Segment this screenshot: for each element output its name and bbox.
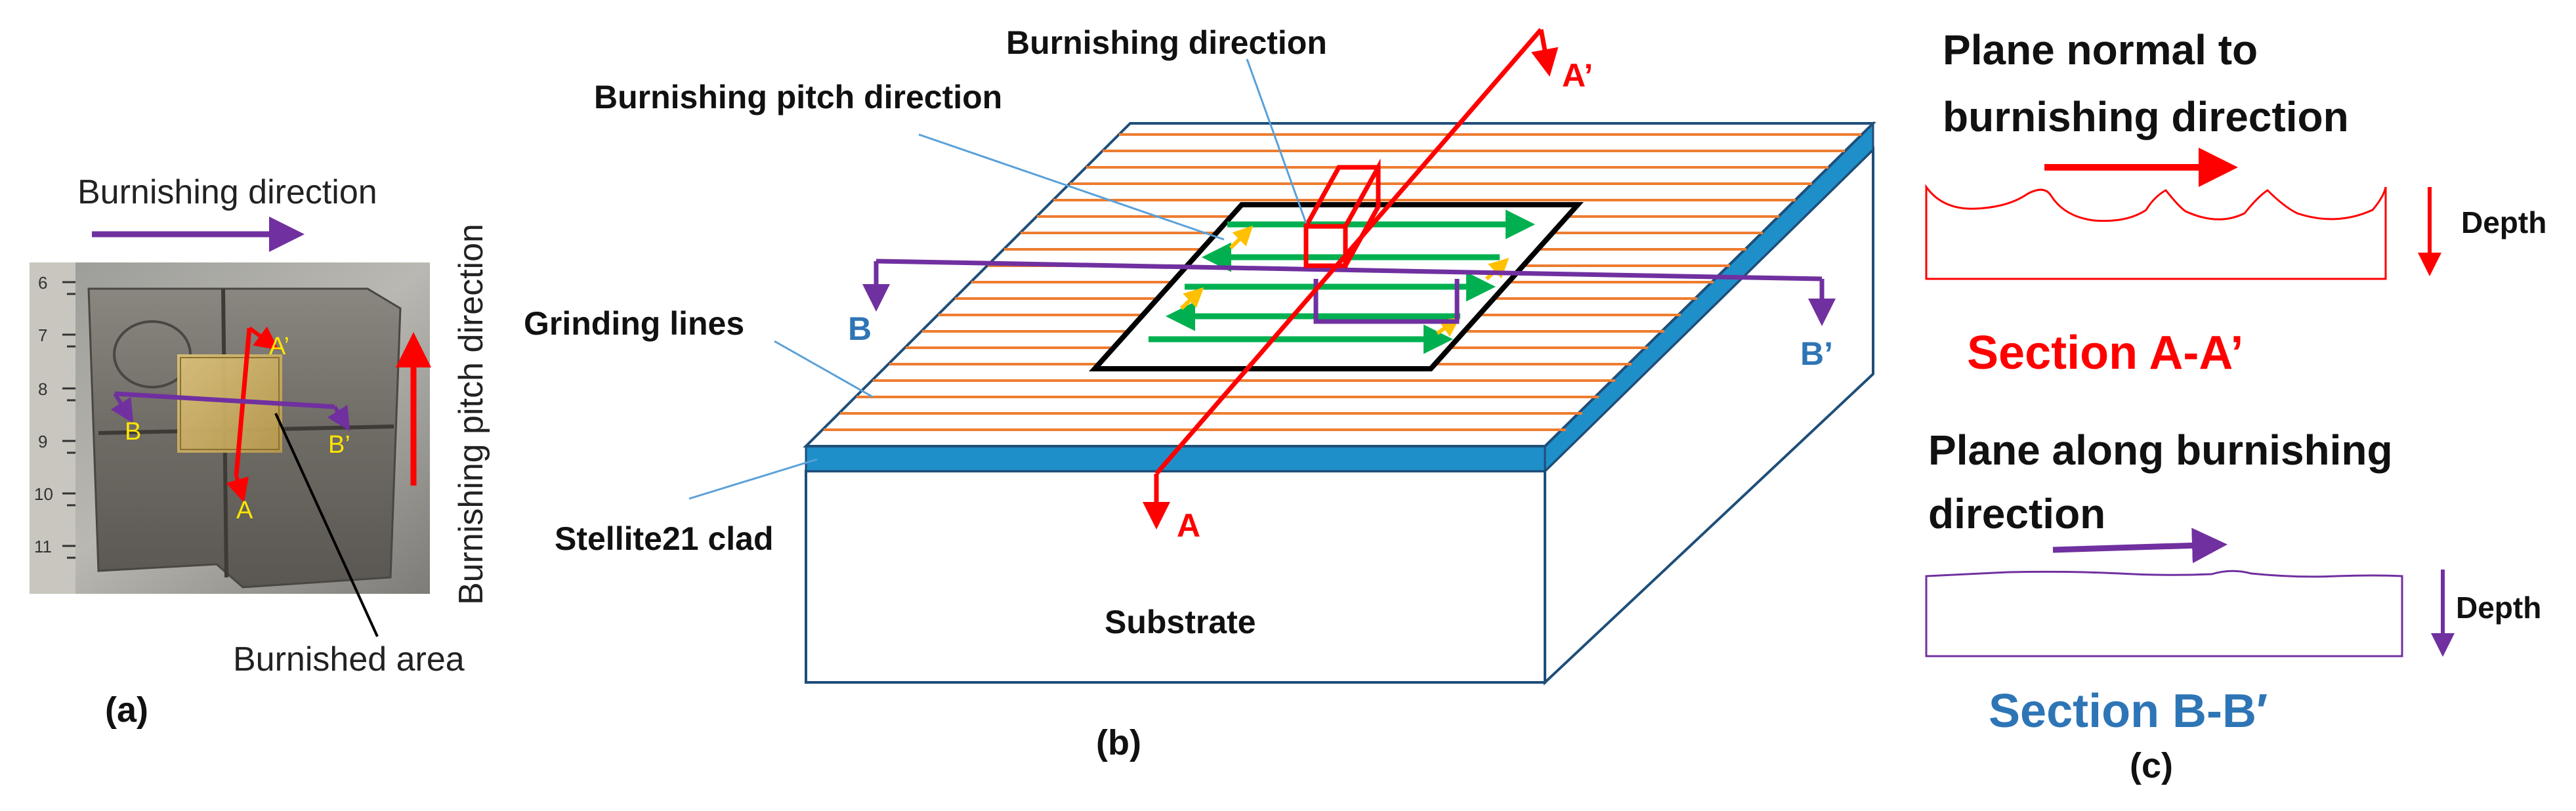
panel-b-label-a-prime: A’: [1562, 57, 1593, 94]
depth-label-2: Depth: [2456, 591, 2541, 625]
section-bb-title: Section B-B′: [1989, 685, 2268, 738]
ruler-number: 7: [38, 325, 47, 345]
photo-label-a-prime: A’: [269, 333, 289, 360]
panel-c-caption: (c): [2130, 746, 2173, 785]
plane-along-heading-line2: direction: [1928, 490, 2105, 537]
section-aa-plane: [1143, 28, 1559, 530]
ruler: [30, 262, 75, 594]
ruler-number: 8: [38, 379, 47, 399]
depth-label-1: Depth: [2461, 205, 2546, 239]
substrate-label: Substrate: [1105, 604, 1256, 640]
burnishing-tool-path: [1149, 209, 1535, 354]
panel-b-label-b-prime: B’: [1800, 335, 1833, 372]
photo-label-b: B: [125, 418, 141, 446]
section-bb-profile: [1925, 570, 2403, 657]
burnished-area-leader: [274, 413, 379, 637]
sample-photo: 6 7 8 9 10 11 A’ A B B’: [30, 262, 430, 594]
photo-label-a: A: [236, 497, 253, 524]
panel-b-label-a: A: [1177, 507, 1200, 544]
burnished-area-label: Burnished area: [233, 640, 465, 678]
panel-a-pitch-direction-label: Burnishing pitch direction: [452, 224, 490, 605]
panel-a: Burnishing direction 6 7 8 9 10 11: [30, 173, 490, 730]
grinding-lines-label: Grinding lines: [524, 305, 744, 342]
callout-leaders: [688, 58, 1307, 500]
ruler-number: 11: [34, 537, 52, 556]
ruler-number: 9: [38, 432, 47, 451]
panel-a-caption: (a): [105, 690, 148, 730]
panel-b-label-b: B: [848, 310, 872, 347]
plane-normal-heading-line2: burnishing direction: [1943, 93, 2349, 140]
section-aa-title: Section A-A’: [1967, 327, 2243, 379]
photo-section-bb-line: [114, 391, 335, 409]
substrate-front-face: [805, 470, 1546, 684]
panel-c: Plane normal to burnishing direction Dep…: [1925, 26, 2546, 785]
plane-normal-heading-line1: Plane normal to: [1943, 26, 2258, 73]
section-bb-direction-arrow: [2052, 528, 2228, 564]
panel-b-caption: (b): [1096, 723, 1141, 762]
panel-a-burnishing-direction-label: Burnishing direction: [77, 173, 377, 211]
ruler-number: 10: [34, 484, 53, 504]
clad-label: Stellite21 clad: [555, 520, 774, 557]
section-bb-plane: [862, 259, 1836, 326]
ruler-number: 6: [38, 273, 47, 293]
photo-label-b-prime: B’: [328, 431, 350, 459]
panel-b-burnishing-direction-label: Burnishing direction: [1006, 24, 1327, 61]
panel-b: Burnishing direction Burnishing pitch di…: [524, 24, 1876, 762]
ruler-ticks: [62, 281, 75, 559]
panel-b-pitch-direction-label: Burnishing pitch direction: [594, 79, 1002, 115]
section-aa-profile: [1925, 184, 2387, 280]
plane-along-heading-line1: Plane along burnishing: [1928, 426, 2393, 474]
